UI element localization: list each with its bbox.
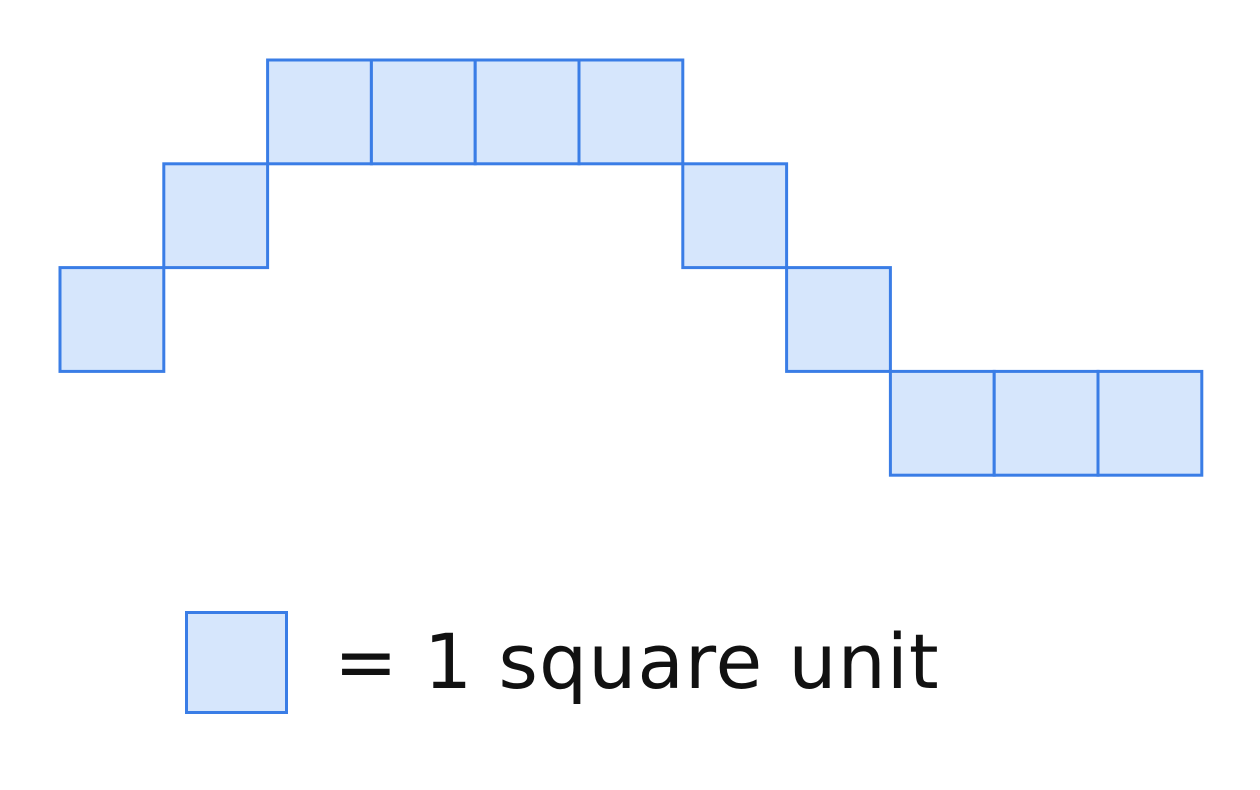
- unit-square: [577, 58, 685, 166]
- legend-label: = 1 square unit: [334, 617, 940, 706]
- unit-square: [992, 369, 1100, 477]
- unit-square: [58, 266, 166, 373]
- legend: = 1 square unit: [185, 608, 940, 716]
- unit-square: [888, 369, 996, 477]
- unit-square: [785, 266, 892, 373]
- unit-square: [681, 162, 789, 270]
- unit-square: [369, 58, 477, 166]
- unit-square: [162, 162, 270, 270]
- unit-square: [473, 58, 581, 166]
- legend-swatch: [185, 610, 288, 714]
- unit-square: [266, 58, 373, 166]
- unit-square: [1096, 369, 1204, 477]
